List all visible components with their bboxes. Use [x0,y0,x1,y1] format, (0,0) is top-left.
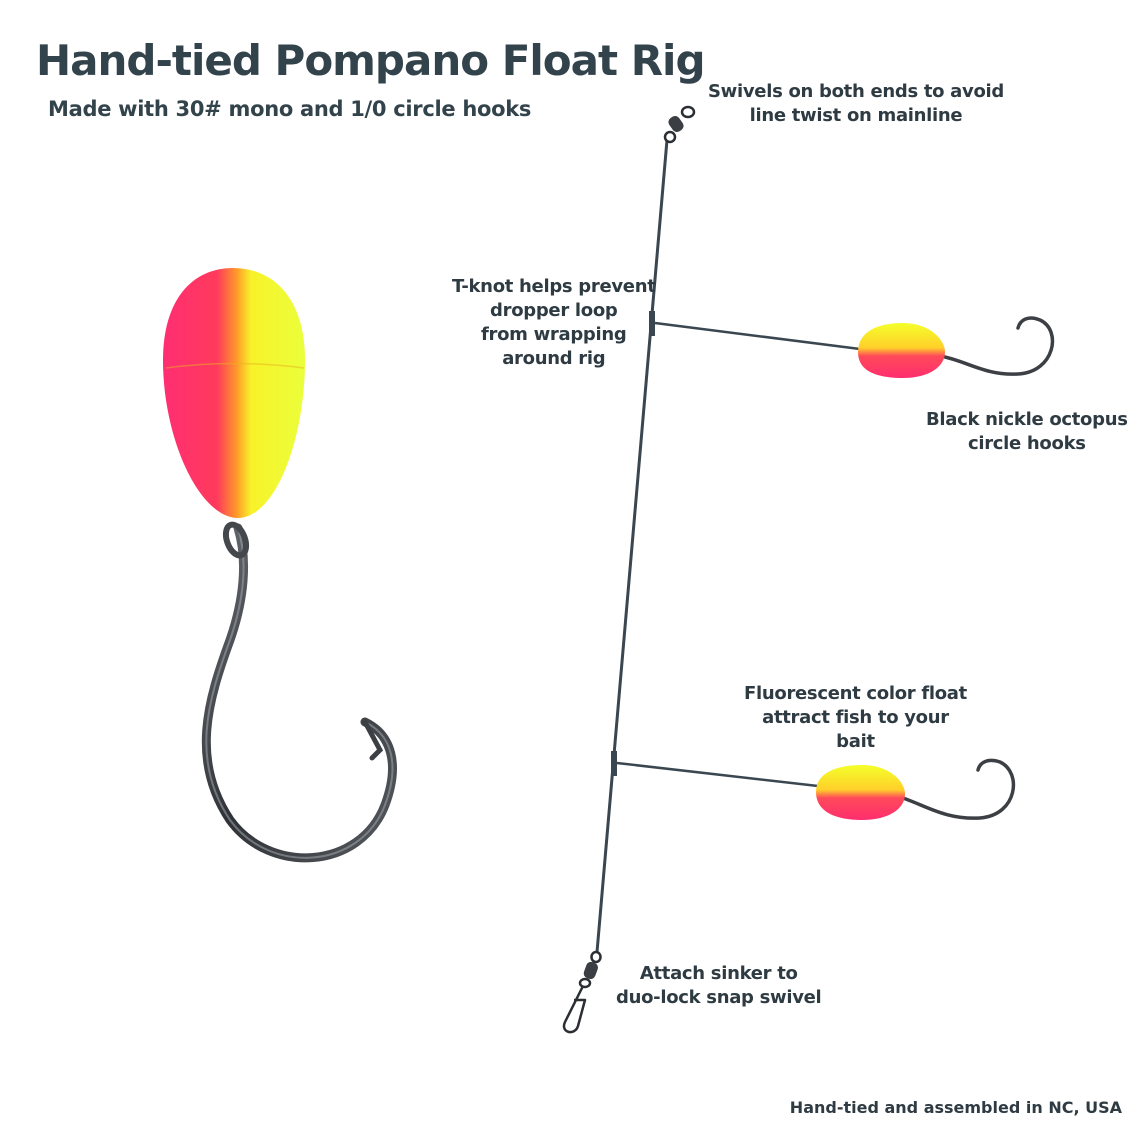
callout-float: Fluorescent color float attract fish to … [744,683,967,752]
large-float-hook [163,268,397,863]
top-swivel-icon [663,105,696,144]
upper-float-icon [858,323,945,378]
callout-tknot: T-knot helps prevent dropper loop from w… [452,276,656,369]
upper-hook-icon [938,316,1055,376]
callout-sinker: Attach sinker to duo-lock snap swivel [616,963,822,1008]
callout-swivels: Swivels on both ends to avoid line twist… [708,81,1004,126]
lower-hook-icon [898,758,1016,820]
snap-swivel-icon [562,950,602,1034]
lower-dropper [611,751,1016,820]
page-subtitle: Made with 30# mono and 1/0 circle hooks [48,97,532,121]
large-float-icon [163,268,305,518]
mainline [595,139,669,953]
page-title: Hand-tied Pompano Float Rig [36,36,706,85]
upper-dropper [649,311,1055,378]
footer-note: Hand-tied and assembled in NC, USA [789,1098,1122,1117]
lower-float-icon [816,765,905,820]
large-hook-icon [201,523,397,863]
callout-hooks: Black nickle octopus circle hooks [926,409,1128,454]
